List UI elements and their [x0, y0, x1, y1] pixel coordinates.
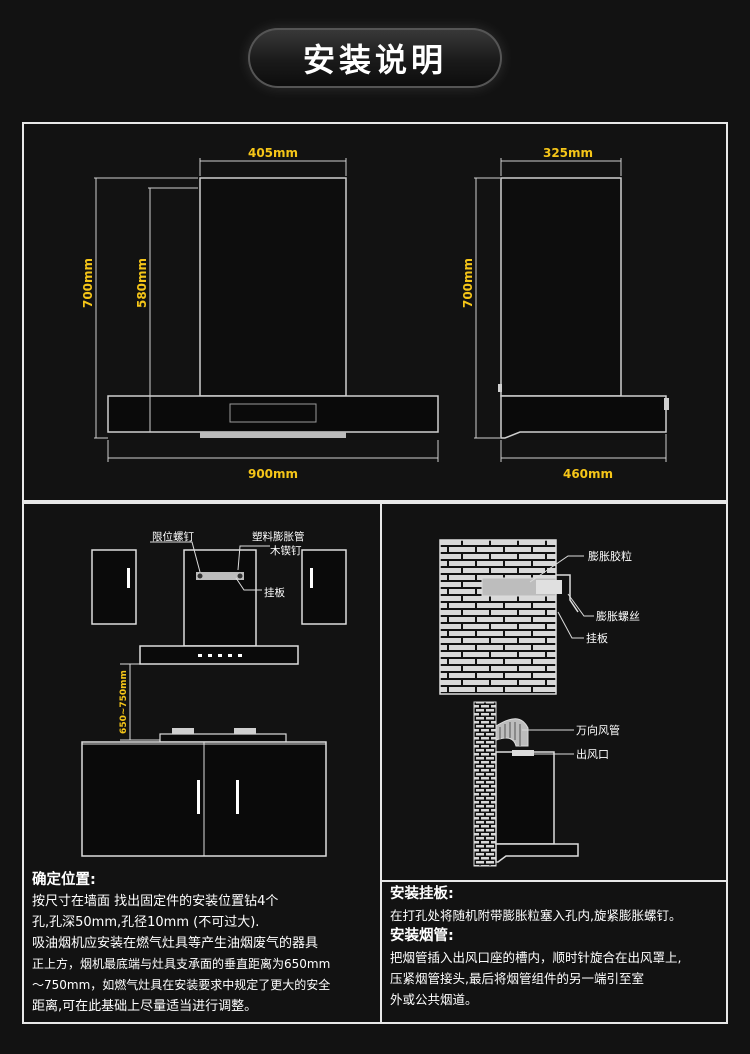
- right-note-line: 外或公共烟道。: [390, 992, 478, 1007]
- page-title: 安装说明: [248, 28, 502, 88]
- left-note: 确定位置: 按尺寸在墙面 找出固定件的安装位置钻4个 孔,孔深50mm,孔径10…: [32, 870, 378, 1017]
- left-note-line: 正上方，烟机最底端与灶具支承面的垂直距离为650mm: [32, 957, 331, 971]
- left-note-line: 距离,可在此基础上尽量适当进行调整。: [32, 999, 258, 1014]
- left-note-line: 孔,孔深50mm,孔径10mm (不可过大).: [32, 915, 260, 930]
- right-note-line: 把烟管插入出风口座的槽内，顺时针旋合在出风罩上,: [390, 950, 682, 965]
- left-note-line: 按尺寸在墙面 找出固定件的安装位置钻4个: [32, 894, 279, 909]
- left-note-line: 吸油烟机应安装在燃气灶具等产生油烟废气的器具: [32, 936, 319, 951]
- left-note-line: ～750mm，如燃气灶具在安装要求中规定了更大的安全: [32, 978, 331, 992]
- dimension-drawing-frame: [22, 122, 728, 502]
- right-note-line: 压紧烟管接头,最后将烟管组件的另一端引至室: [390, 971, 644, 986]
- right-note-text: 在打孔处将随机附带膨胀粒塞入孔内,旋紧膨胀螺钉。: [390, 908, 682, 923]
- right-note-heading-hanger: 安装挂板:: [390, 886, 454, 902]
- left-note-heading: 确定位置:: [32, 872, 96, 888]
- right-note-heading-duct: 安装烟管:: [390, 928, 454, 944]
- right-note-frame: [380, 880, 728, 1024]
- right-note: 安装挂板: 在打孔处将随机附带膨胀粒塞入孔内,旋紧膨胀螺钉。 安装烟管: 把烟管…: [390, 884, 724, 1010]
